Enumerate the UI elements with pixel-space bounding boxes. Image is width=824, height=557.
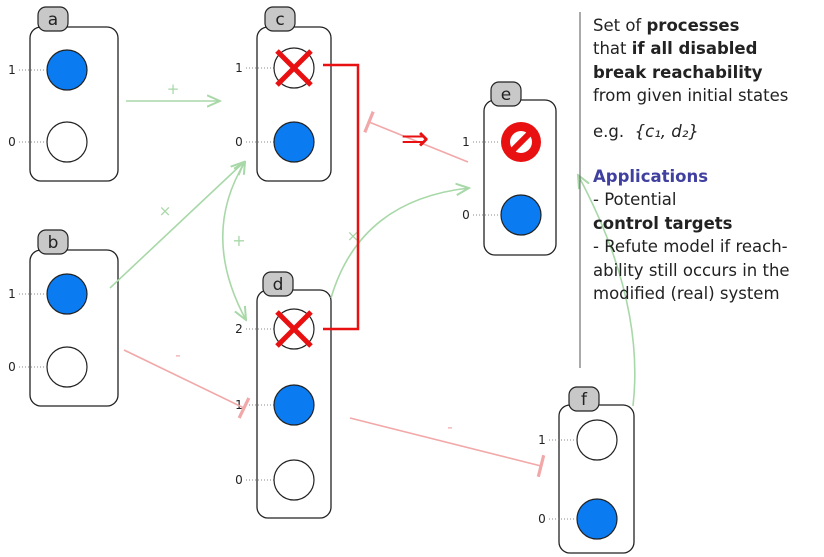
component-label: d: [273, 275, 284, 295]
edge-a-c: +: [126, 80, 220, 101]
implies-arrow: ⇒: [401, 119, 430, 159]
panel-text: - Refute model if reach-: [593, 237, 788, 257]
local-state-active: [46, 49, 88, 91]
example-prefix: e.g.: [593, 121, 625, 141]
cut-bracket: [323, 63, 360, 331]
edge-b-c: ×: [109, 162, 244, 289]
level-label: 1: [235, 61, 243, 75]
edge-sign: ×: [347, 227, 360, 245]
edge-sign: -: [447, 418, 452, 436]
component-b: b 1 0: [8, 229, 119, 407]
level-label: 1: [8, 287, 16, 301]
local-state-active: [500, 194, 542, 236]
panel-text: Set of: [593, 16, 642, 35]
level-label: 0: [8, 135, 16, 149]
panel-text: - Potential: [593, 190, 677, 210]
local-state-active: [273, 121, 315, 163]
component-label: b: [48, 233, 59, 253]
level-label: 0: [462, 208, 470, 222]
local-state-active: [576, 498, 618, 540]
component-label: c: [275, 10, 284, 30]
level-label: 2: [235, 322, 243, 336]
edge-sign: +: [167, 80, 180, 98]
component-label-bg: [262, 271, 294, 297]
disabled-cross-icon: [275, 49, 313, 87]
edge-sign: ×: [159, 202, 172, 220]
component-label: e: [501, 85, 511, 105]
component-e: e 1 0: [462, 81, 557, 256]
local-state-active: [273, 384, 315, 426]
level-label: 1: [538, 433, 546, 447]
component-c: c 1 0: [235, 6, 332, 182]
component-f: f 1 0: [538, 386, 635, 554]
panel-bold-text: processes: [646, 16, 740, 35]
applications-title: Applications: [593, 167, 709, 187]
level-label: 0: [235, 473, 243, 487]
level-label: 0: [538, 512, 546, 526]
panel-text: ability still occurs in the: [593, 260, 790, 280]
local-state: [46, 121, 88, 163]
panel-bold-text: control targets: [593, 213, 733, 233]
panel-bold-text: break reachability: [593, 62, 763, 82]
local-state: [46, 346, 88, 388]
component-label: f: [581, 390, 588, 410]
edge-f-e: [578, 175, 636, 407]
component-label-bg: [264, 6, 296, 32]
example-set: {c₁, d₂}: [634, 121, 699, 141]
component-label-bg: [37, 229, 69, 255]
component-label-bg: [490, 81, 522, 107]
blocked-icon: [501, 122, 541, 162]
component-d: d 2 1 0: [235, 271, 332, 519]
panel-text: that: [593, 39, 627, 59]
edge-d-e: ×: [330, 188, 469, 299]
edge-d-f: -: [349, 417, 546, 478]
level-label: 1: [462, 135, 470, 149]
level-label: 0: [235, 135, 243, 149]
level-label: 1: [8, 63, 16, 77]
edge-sign: +: [232, 231, 245, 250]
panel-text: modified (real) system: [593, 284, 780, 304]
component-label-bg: [568, 386, 600, 412]
component-a: a 1 0: [8, 6, 119, 182]
panel-bold-text: if all disabled: [631, 39, 758, 59]
disabled-cross-icon: [275, 310, 313, 348]
local-state: [576, 419, 618, 461]
component-label: a: [48, 10, 58, 30]
local-state: [273, 459, 315, 501]
panel-text: from given initial states: [593, 86, 789, 106]
explanation-panel: Set of processes that if all disabled br…: [593, 14, 824, 305]
local-state-active: [46, 273, 88, 315]
level-label: 0: [8, 360, 16, 374]
edge-cut-to-e: [363, 111, 469, 163]
component-label-bg: [37, 6, 69, 32]
edge-sign: -: [175, 346, 180, 364]
edge-b-d: -: [123, 346, 251, 419]
edge-c-d: +: [221, 162, 246, 320]
